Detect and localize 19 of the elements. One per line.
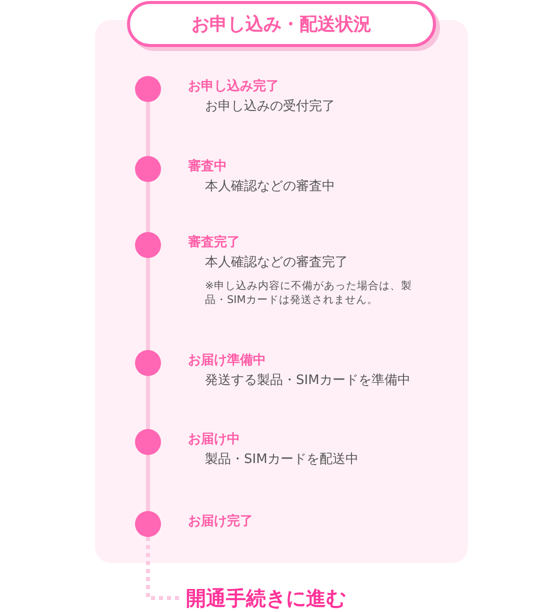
step-title: お申し込み完了 xyxy=(188,79,279,95)
timeline-line xyxy=(146,258,150,350)
step-title: 審査中 xyxy=(188,159,227,175)
step-title: 審査完了 xyxy=(188,235,240,251)
step-title: お届け完了 xyxy=(188,514,253,530)
timeline-line xyxy=(146,376,150,429)
step-description: 本人確認などの審査中 xyxy=(205,179,335,195)
step-description: お申し込みの受付完了 xyxy=(205,99,335,115)
timeline-line xyxy=(146,455,150,511)
step-title: お届け準備中 xyxy=(188,353,266,369)
timeline-line xyxy=(146,182,150,232)
step-note: ※申し込み内容に不備があった場合は、製品・SIMカードは発送されません。 xyxy=(205,279,413,308)
step-description: 本人確認などの審査完了 xyxy=(205,255,348,271)
step-description: 発送する製品・SIMカードを準備中 xyxy=(205,373,410,389)
timeline-line xyxy=(146,102,150,156)
step-description: 製品・SIMカードを配送中 xyxy=(205,452,358,468)
step-title: お届け中 xyxy=(188,432,240,448)
dotted-connector xyxy=(146,537,182,600)
next-step-text: 開通手続きに進む xyxy=(186,585,346,612)
